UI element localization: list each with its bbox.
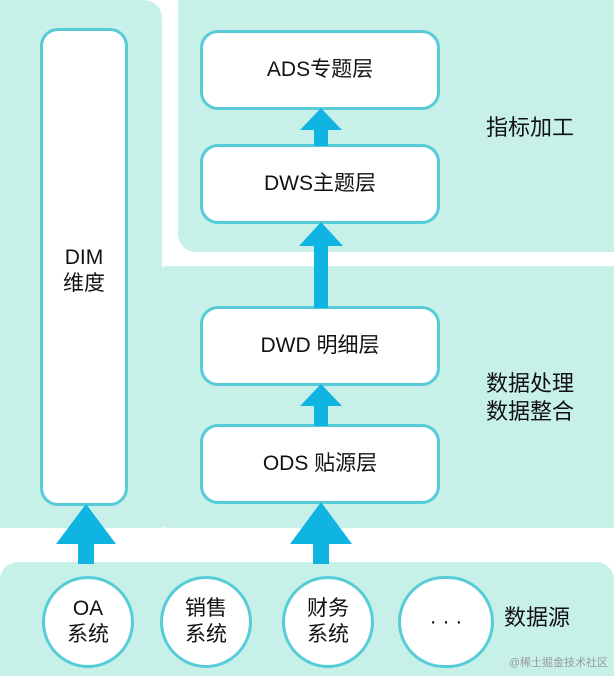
source-label-line1: OA <box>72 597 104 620</box>
arrow-ods-to-dwd <box>300 384 342 426</box>
ods-layer-box: ODS 贴源层 <box>200 424 440 504</box>
source-oa-system: OA 系统 <box>42 576 134 668</box>
processing-group-label: 数据处理 数据整合 <box>486 370 574 426</box>
indicator-group-label: 指标加工 <box>486 115 575 140</box>
ads-layer-label: ADS专题层 <box>266 58 374 81</box>
watermark: @稀土掘金技术社区 <box>508 657 608 669</box>
source-sales-system: 销售 系统 <box>160 576 252 668</box>
source-more-ellipsis: · · · <box>398 576 494 668</box>
ods-layer-label: ODS 贴源层 <box>262 452 378 475</box>
dws-layer-box: DWS主题层 <box>200 144 440 224</box>
dws-layer-label: DWS主题层 <box>264 172 376 195</box>
source-label-line2: 系统 <box>67 623 109 646</box>
arrow-sources-to-dim <box>56 504 116 564</box>
ellipsis-label: · · · <box>429 610 463 633</box>
source-finance-system: 财务 系统 <box>282 576 374 668</box>
sources-group-label: 数据源 <box>504 605 571 630</box>
source-label-line1: 财务 <box>307 597 349 620</box>
source-label-line2: 系统 <box>307 623 349 646</box>
arrow-dwd-to-dws <box>299 222 343 308</box>
dwd-layer-box: DWD 明细层 <box>200 306 440 386</box>
dim-box: DIM 维度 <box>40 28 128 506</box>
arrow-sources-to-ods <box>290 502 352 564</box>
processing-label-line1: 数据处理 <box>486 371 575 396</box>
dim-label-line2: 维度 <box>63 272 105 295</box>
source-label-line1: 销售 <box>185 597 227 620</box>
arrow-dws-to-ads <box>300 108 342 146</box>
dim-label-line1: DIM <box>64 246 104 269</box>
ads-layer-box: ADS专题层 <box>200 30 440 110</box>
dwd-layer-label: DWD 明细层 <box>260 334 380 357</box>
source-label-line2: 系统 <box>185 623 227 646</box>
processing-label-line2: 数据整合 <box>486 399 575 424</box>
